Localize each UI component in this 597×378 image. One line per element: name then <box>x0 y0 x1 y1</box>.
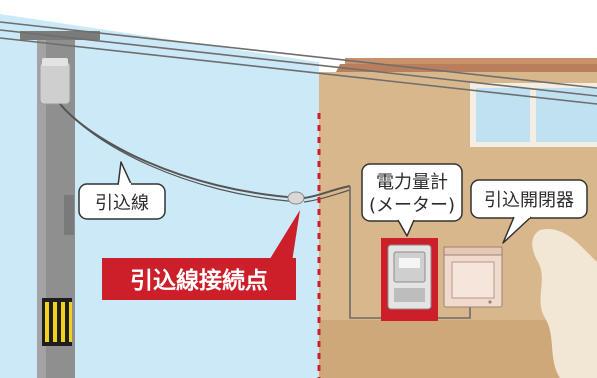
connection-insulator <box>287 191 305 205</box>
callout-meter: 電力量計 (メーター) <box>361 163 463 237</box>
callout-meter-line2: (メーター) <box>369 195 455 216</box>
pole-warning-stripe-1 <box>45 302 49 342</box>
callout-breaker-label: 引込開閉器 <box>484 190 574 211</box>
house-side-wire <box>303 185 351 199</box>
meter-display <box>399 258 420 268</box>
breaker-box-lid <box>443 246 503 256</box>
electricity-meter <box>381 238 438 321</box>
breaker-box-screw <box>488 300 492 304</box>
meter-terminal <box>394 288 425 302</box>
transformer-top <box>42 58 68 66</box>
utility-pole <box>20 31 100 378</box>
connection-point-box <box>102 258 296 300</box>
distribution-wire-2 <box>0 29 597 97</box>
breaker-box-panel <box>451 261 495 299</box>
house-window-pane-right <box>536 88 597 142</box>
garden-wall <box>532 229 597 378</box>
callout-breaker: 引込開閉器 <box>470 179 588 244</box>
distribution-wires <box>0 21 597 105</box>
callout-meter-line1: 電力量計 <box>376 172 448 193</box>
pole-crossarm <box>20 31 100 40</box>
pole-warning-stripe-3 <box>61 302 65 342</box>
pole-shaft-highlight <box>37 40 46 378</box>
house <box>319 58 597 378</box>
service-breaker-box <box>443 246 503 308</box>
callout-service-drop-seam <box>119 183 131 186</box>
connection-point-pointer <box>268 210 300 262</box>
callout-breaker-pointer <box>502 216 532 244</box>
callout-meter-seam <box>399 218 413 221</box>
sky-white-corner <box>0 0 319 62</box>
callout-meter-pointer <box>397 219 415 237</box>
house-side-wire-2 <box>303 189 351 203</box>
distribution-wire-3 <box>0 37 597 105</box>
house-window-pane-left <box>476 88 530 142</box>
connection-point-text: 引込線接続点 <box>130 267 268 294</box>
pole-warning-stripe-4 <box>69 302 72 342</box>
distribution-wire-1 <box>0 21 597 89</box>
connection-point-label: 引込線接続点 <box>102 210 300 300</box>
callout-service-drop-label: 引込線 <box>95 193 149 214</box>
transformer <box>39 61 71 105</box>
pole-warning-stripe-2 <box>53 302 57 342</box>
callout-service-drop: 引込線 <box>78 161 166 220</box>
connection-hardware <box>287 185 351 205</box>
callout-breaker-seam <box>515 215 530 218</box>
pole-step <box>64 195 74 235</box>
service-drop-wire-2 <box>61 105 301 203</box>
